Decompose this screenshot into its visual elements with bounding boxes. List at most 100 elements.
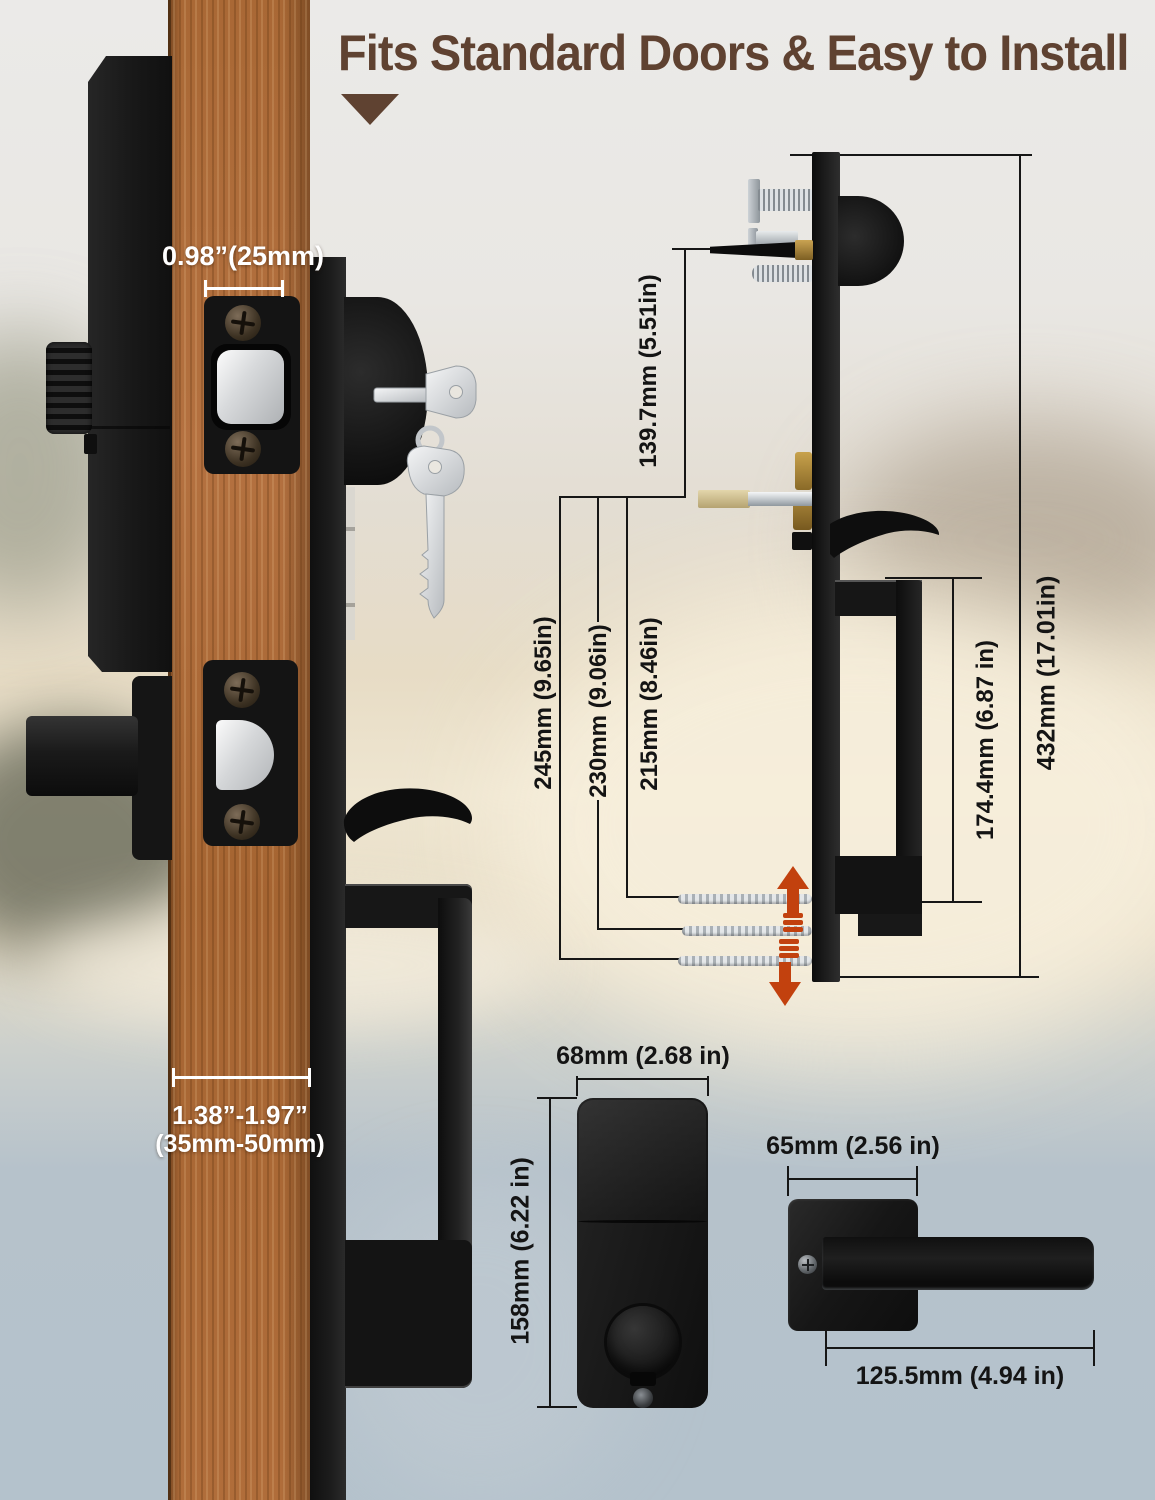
dim-tick — [1093, 1330, 1095, 1366]
adjust-down-arrow-icon — [769, 982, 801, 1006]
mounting-screw — [682, 926, 812, 936]
pull-handle-bottom-mount — [345, 1240, 472, 1388]
door-thickness-label: 1.38”-1.97” — [172, 1100, 308, 1130]
spring-latch-bolt — [216, 720, 274, 790]
dim-230-bottom-line — [597, 928, 752, 930]
adjust-down-arrow-shaft — [779, 962, 791, 984]
lever-bar-front — [822, 1237, 1094, 1290]
dim-230-vline-upper — [597, 496, 599, 622]
adjust-dash — [783, 927, 803, 932]
latch-screw — [224, 672, 260, 708]
mounting-bolt-threaded — [758, 189, 812, 211]
unit-indicator-dot — [633, 1388, 653, 1408]
pull-handle-bar — [438, 898, 472, 1270]
side-view-keypad-cylinder — [838, 196, 904, 286]
dim-230-vline-lower — [597, 800, 599, 930]
door-thickness-range-label: (35mm-50mm) — [155, 1130, 325, 1158]
latch-screw — [224, 804, 260, 840]
dim-tick — [281, 280, 284, 297]
side-handle-bar — [896, 580, 922, 910]
adjust-dash — [783, 913, 803, 918]
exterior-lever-edge — [343, 788, 472, 842]
adjust-dash — [779, 946, 799, 951]
dim-174-vline — [952, 577, 954, 903]
dim-tick — [576, 1076, 578, 1096]
lever-spindle-rod — [748, 492, 812, 506]
latch-brass-part — [795, 452, 812, 490]
adjust-dash — [779, 939, 799, 944]
interior-lever — [26, 716, 138, 796]
interior-unit-tab — [84, 434, 97, 454]
mounting-bolt-threaded — [752, 265, 812, 282]
dim-139-label: 139.7mm (5.51in) — [635, 274, 662, 468]
mounting-screw — [678, 956, 812, 966]
exterior-plate-edge — [310, 257, 346, 1500]
deadbolt-spindle-rod — [710, 242, 798, 258]
dim-215-vline — [626, 496, 628, 898]
thumbturn-knob-front — [607, 1306, 679, 1378]
rosette-width-dim-line — [788, 1178, 918, 1180]
dim-tick — [537, 1406, 577, 1408]
mounting-bolt — [756, 231, 798, 246]
dim-432-label: 432mm (17.01in) — [1032, 575, 1061, 771]
interior-unit-front-seam — [578, 1220, 707, 1223]
dim-245-label: 245mm (9.65in) — [530, 616, 557, 790]
down-triangle-icon — [341, 94, 399, 125]
dim-432-bottom-line — [833, 976, 1039, 978]
door-thickness-dim-line — [173, 1076, 311, 1079]
dim-174-label: 174.4mm (6.87 in) — [972, 639, 999, 841]
dim-245-bottom-line — [559, 958, 752, 960]
unit-width-label: 68mm (2.68 in) — [556, 1042, 730, 1070]
dim-tick — [707, 1076, 709, 1096]
side-handle-bottom-mount — [835, 856, 922, 914]
latch-screw — [225, 305, 261, 341]
interior-unit-sheen — [579, 1100, 706, 1218]
keys-icon — [373, 365, 477, 619]
dim-432-vline — [1019, 154, 1021, 978]
mounting-screw — [678, 894, 812, 904]
unit-height-label: 158mm (6.22 in) — [506, 1157, 535, 1345]
lever-length-label: 125.5mm (4.94 in) — [855, 1362, 1065, 1390]
dim-174-top-line — [885, 577, 982, 579]
dim-139-vline — [684, 248, 686, 498]
mounting-bolt-cap — [748, 179, 760, 223]
dim-230-label: 230mm (9.06in) — [585, 624, 612, 798]
dim-tick — [787, 1166, 789, 1196]
unit-width-dim-line — [577, 1078, 708, 1080]
dim-139-tick — [672, 248, 714, 250]
lever-spindle-brass — [698, 490, 750, 508]
dim-tick — [308, 1068, 311, 1087]
dim-common-top-line — [559, 496, 686, 498]
thumbturn-knob — [46, 342, 92, 434]
latch-backset-label: 0.98”(25mm) — [161, 241, 325, 271]
latch-screw — [225, 431, 261, 467]
dim-tick — [204, 280, 207, 297]
adjust-up-arrow-icon — [777, 866, 809, 889]
dim-tick — [172, 1068, 175, 1087]
dim-174-bottom-line — [918, 901, 982, 903]
dim-tick — [916, 1166, 918, 1196]
plate-highlight-strips — [346, 487, 355, 640]
interior-unit-seam — [90, 426, 170, 429]
dim-tick — [537, 1097, 577, 1099]
deadbolt-bolt — [217, 350, 284, 424]
dim-245-vline — [559, 496, 561, 960]
side-view-plate — [812, 152, 840, 982]
dim-tick — [825, 1330, 827, 1366]
unit-button — [630, 1372, 656, 1386]
adjust-up-arrow-shaft — [787, 887, 799, 915]
page-title: Fits Standard Doors & Easy to Install — [338, 25, 1129, 81]
interior-lever-mount — [132, 676, 172, 860]
dim-432-top-line — [790, 154, 1032, 156]
mounting-bolt-cap — [748, 228, 758, 249]
adjust-dash — [779, 953, 799, 958]
side-handle-bottom-step — [858, 914, 922, 936]
rosette-screw — [798, 1255, 817, 1274]
latch-backset-dim-line — [205, 287, 284, 290]
lever-length-dim-line — [826, 1347, 1095, 1349]
rosette-width-label: 65mm (2.56 in) — [766, 1132, 940, 1160]
unit-height-dim-line — [549, 1098, 551, 1408]
side-view-lever — [830, 510, 940, 558]
spindle-brass-collar — [795, 240, 813, 260]
